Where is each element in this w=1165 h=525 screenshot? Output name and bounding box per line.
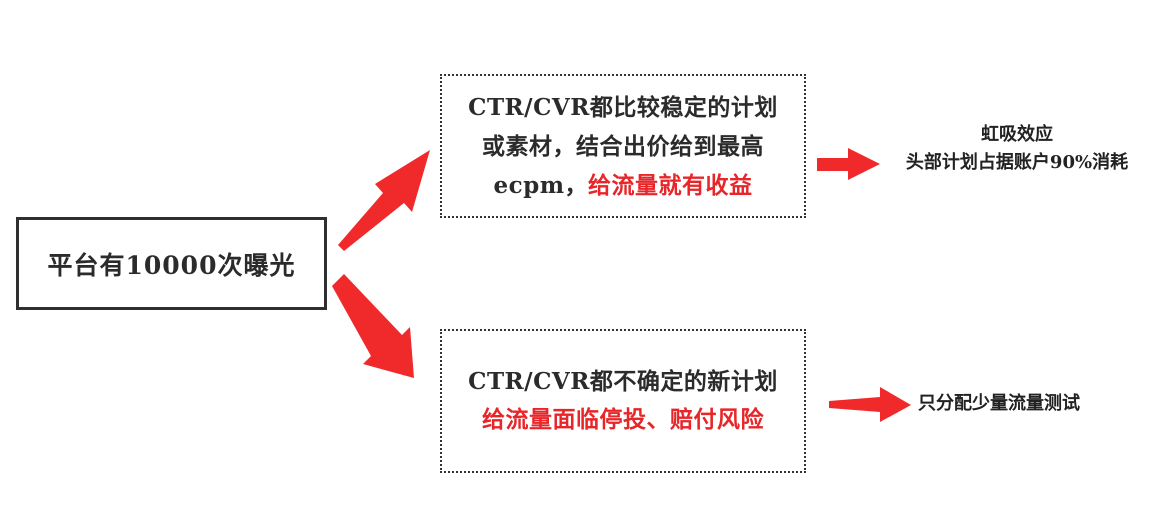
siphon-effect-title: 虹吸效应 bbox=[981, 124, 1053, 145]
siphon-effect-note: 虹吸效应 头部计划占据账户90%消耗 bbox=[876, 121, 1158, 177]
test-traffic-note-label: 只分配少量流量测试 bbox=[918, 393, 1080, 414]
stable-branch-line-3-prefix: ecpm， bbox=[493, 171, 589, 199]
siphon-effect-detail: 头部计划占据账户90%消耗 bbox=[905, 152, 1129, 173]
unstable-branch-box: CTR/CVR都不确定的新计划 给流量面临停投、赔付风险 bbox=[440, 329, 806, 473]
stable-branch-line-3: ecpm，给流量就有收益 bbox=[493, 166, 752, 205]
arrow-to-stable-branch bbox=[338, 150, 430, 251]
arrow-to-unstable-branch bbox=[332, 274, 414, 378]
unstable-branch-line-1: CTR/CVR都不确定的新计划 bbox=[468, 368, 778, 395]
root-node-box: 平台有10000次曝光 bbox=[16, 217, 327, 310]
arrow-to-test-note bbox=[829, 387, 911, 422]
unstable-branch-highlight: 给流量面临停投、赔付风险 bbox=[482, 406, 764, 433]
stable-branch-highlight: 给流量就有收益 bbox=[588, 171, 753, 199]
test-traffic-note: 只分配少量流量测试 bbox=[918, 390, 1128, 418]
stable-branch-box: CTR/CVR都比较稳定的计划 或素材，结合出价给到最高 ecpm，给流量就有收… bbox=[440, 74, 806, 218]
arrow-to-siphon-note bbox=[817, 148, 880, 180]
stable-branch-line-2: 或素材，结合出价给到最高 bbox=[482, 132, 764, 160]
stable-branch-line-1: CTR/CVR都比较稳定的计划 bbox=[468, 93, 778, 121]
root-node-label: 平台有10000次曝光 bbox=[47, 250, 296, 280]
